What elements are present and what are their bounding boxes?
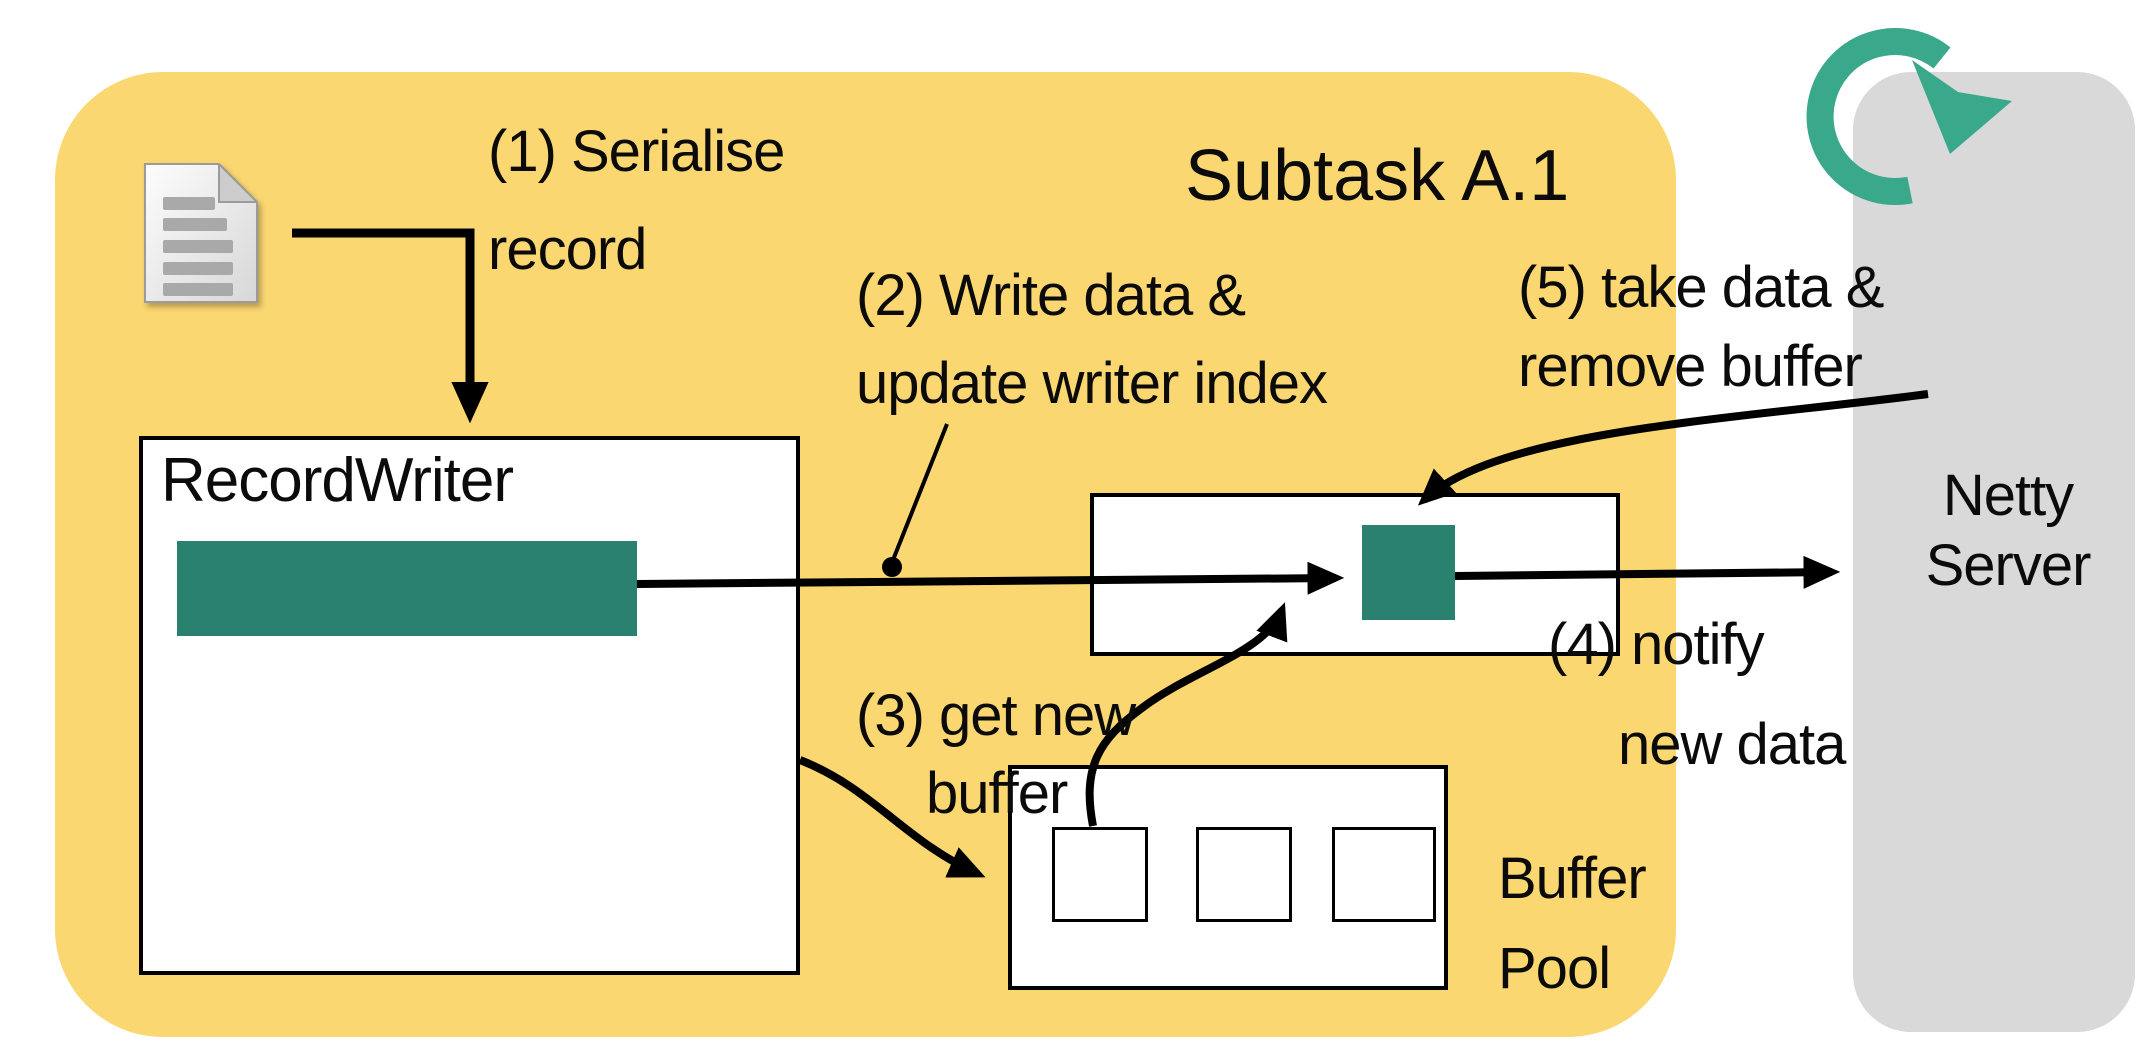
buffer-pool-box bbox=[1008, 765, 1448, 990]
netty-label-line1: Netty bbox=[1942, 463, 2074, 528]
step5-line2: remove buffer bbox=[1518, 334, 1863, 399]
step5-line1: (5) take data & bbox=[1518, 255, 1884, 320]
buffer-pool-label-line1: Buffer bbox=[1498, 846, 1647, 911]
result-subpartition-box bbox=[1090, 493, 1620, 656]
serialised-record-bar bbox=[177, 541, 637, 636]
buffer-slot bbox=[1052, 827, 1148, 922]
netty-server-label: Netty Server bbox=[1878, 461, 2138, 601]
step3-line1: (3) get new bbox=[856, 683, 1136, 748]
netty-server-container bbox=[1853, 72, 2135, 1032]
step3-line2: buffer bbox=[926, 761, 1068, 826]
buffer-pool-label: Buffer Pool bbox=[1498, 834, 1647, 1014]
record-writer-label: RecordWriter bbox=[161, 446, 514, 515]
step1-line1: (1) Serialise bbox=[488, 119, 785, 184]
document-icon bbox=[144, 163, 258, 303]
step2-line1: (2) Write data & bbox=[856, 263, 1246, 328]
subtask-title: Subtask A.1 bbox=[1185, 136, 1570, 216]
step4-line1: (4) notify bbox=[1548, 612, 1765, 677]
record-writer-box: RecordWriter bbox=[139, 436, 800, 975]
step4-line2: new data bbox=[1618, 712, 1846, 777]
filled-buffer-square bbox=[1362, 525, 1455, 620]
buffer-slot bbox=[1196, 827, 1292, 922]
step2-line2: update writer index bbox=[856, 351, 1328, 416]
netty-label-line2: Server bbox=[1925, 533, 2092, 598]
buffer-slot bbox=[1332, 827, 1436, 922]
step1-line2: record bbox=[488, 217, 647, 282]
buffer-pool-label-line2: Pool bbox=[1498, 936, 1611, 1001]
